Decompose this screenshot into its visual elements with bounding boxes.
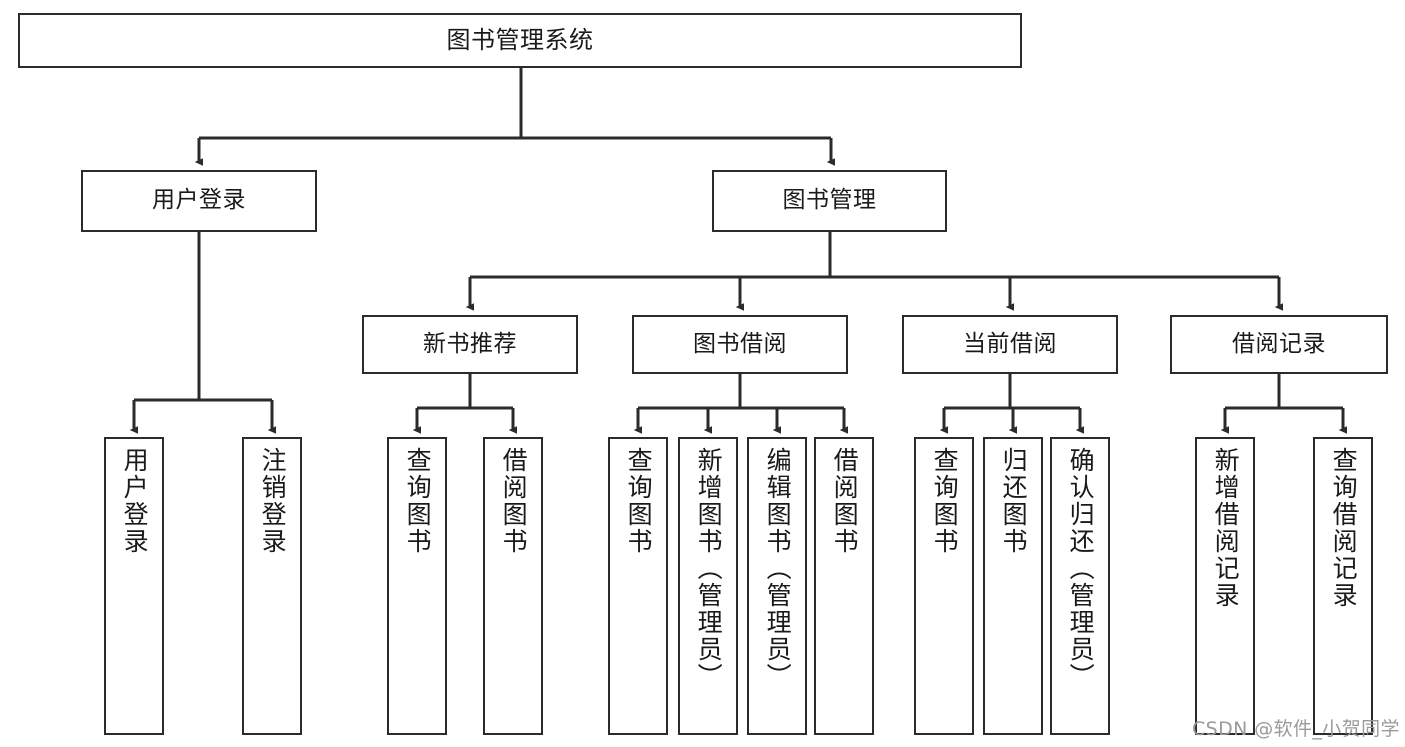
node-leaf-borrow-book-label: 借阅图书 [830, 447, 860, 555]
node-leaf-borrow-book-rec[interactable]: 借阅图书 [483, 437, 543, 735]
node-leaf-logout-login[interactable]: 注销登录 [242, 437, 302, 735]
node-root-label: 图书管理系统 [446, 26, 594, 55]
node-leaf-return-book-label: 归还图书 [999, 447, 1029, 555]
node-leaf-borrow-book[interactable]: 借阅图书 [814, 437, 874, 735]
node-leaf-query-book-borrow[interactable]: 查询图书 [608, 437, 668, 735]
node-leaf-return-book[interactable]: 归还图书 [983, 437, 1043, 735]
node-leaf-query-book-rec[interactable]: 查询图书 [387, 437, 447, 735]
node-leaf-add-book-admin-label: 新增图书（管理员） [694, 447, 724, 690]
node-leaf-user-login[interactable]: 用户登录 [104, 437, 164, 735]
node-leaf-borrow-book-rec-label: 借阅图书 [499, 447, 529, 555]
node-leaf-confirm-return-admin-label: 确认归还（管理员） [1066, 447, 1096, 690]
node-borrow-record[interactable]: 借阅记录 [1170, 315, 1388, 374]
node-root[interactable]: 图书管理系统 [18, 13, 1022, 68]
node-user-login-label: 用户登录 [152, 187, 246, 214]
node-leaf-edit-book-admin[interactable]: 编辑图书（管理员） [747, 437, 807, 735]
node-leaf-query-borrow-record[interactable]: 查询借阅记录 [1313, 437, 1373, 735]
node-leaf-edit-book-admin-label: 编辑图书（管理员） [763, 447, 793, 690]
watermark-text: CSDN @软件_小贺同学 [1192, 718, 1400, 740]
node-leaf-query-book-rec-label: 查询图书 [403, 447, 433, 555]
node-leaf-add-borrow-record[interactable]: 新增借阅记录 [1195, 437, 1255, 735]
node-leaf-query-book-borrow-label: 查询图书 [624, 447, 654, 555]
node-leaf-query-book-cur-label: 查询图书 [930, 447, 960, 555]
node-leaf-query-borrow-record-label: 查询借阅记录 [1329, 447, 1359, 609]
node-leaf-logout-login-label: 注销登录 [258, 447, 288, 555]
node-current-borrow[interactable]: 当前借阅 [902, 315, 1118, 374]
node-new-book-recommend-label: 新书推荐 [423, 330, 517, 357]
node-book-manage[interactable]: 图书管理 [712, 170, 947, 232]
node-leaf-user-login-label: 用户登录 [120, 447, 150, 555]
node-borrow-record-label: 借阅记录 [1232, 330, 1326, 357]
node-leaf-add-borrow-record-label: 新增借阅记录 [1211, 447, 1241, 609]
node-new-book-recommend[interactable]: 新书推荐 [362, 315, 578, 374]
node-leaf-add-book-admin[interactable]: 新增图书（管理员） [678, 437, 738, 735]
node-leaf-query-book-cur[interactable]: 查询图书 [914, 437, 974, 735]
node-leaf-confirm-return-admin[interactable]: 确认归还（管理员） [1050, 437, 1110, 735]
node-book-borrow[interactable]: 图书借阅 [632, 315, 848, 374]
node-current-borrow-label: 当前借阅 [963, 330, 1057, 357]
node-book-manage-label: 图书管理 [782, 187, 877, 214]
node-user-login[interactable]: 用户登录 [81, 170, 317, 232]
node-book-borrow-label: 图书借阅 [693, 330, 787, 357]
